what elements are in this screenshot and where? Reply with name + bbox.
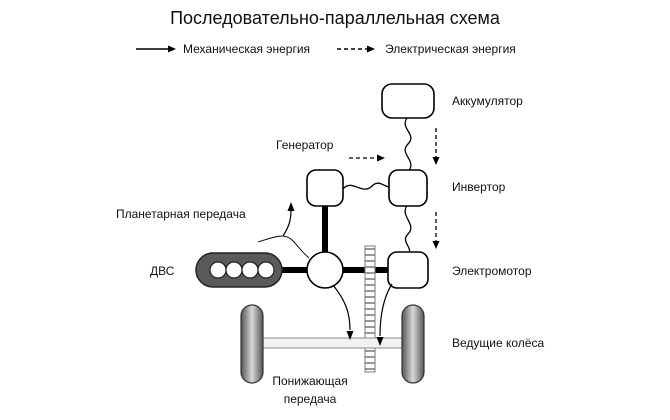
wire-generator-inverter (342, 182, 393, 190)
electric-arrow-generator-inverter (349, 154, 385, 162)
legend-electrical-label: Электрическая энергия (385, 42, 516, 56)
reduction-gear-label-line2: передача (283, 392, 337, 406)
axle (261, 337, 411, 349)
legend-mechanical-label: Механическая энергия (183, 42, 311, 56)
wire-inverter-motor (404, 203, 412, 255)
reduction-gear (364, 245, 376, 373)
diagram-title: Последовательно-параллельная схема (170, 8, 500, 28)
battery-label: Аккумулятор (452, 94, 523, 108)
mechanical-arrow-up (282, 202, 295, 237)
wire-battery-inverter (404, 116, 412, 173)
engine (195, 252, 283, 288)
wheel-left (240, 304, 264, 384)
mechanical-arrow-motor-axle (376, 283, 393, 346)
legend-mechanical-arrow (136, 45, 176, 53)
inverter-label: Инвертор (452, 180, 506, 194)
wheel-right (401, 304, 425, 384)
planetary-gear (306, 251, 344, 289)
engine-label: ДВС (150, 264, 175, 278)
generator-label: Генератор (276, 138, 334, 152)
mechanical-arrow-planetary-axle (332, 284, 354, 340)
electric-arrow-battery-inverter (432, 128, 440, 165)
generator (306, 169, 344, 207)
motor (387, 251, 429, 289)
reduction-gear-label: Понижающая передача (250, 372, 370, 408)
planetary-gear-label: Планетарная передача (116, 207, 246, 221)
wheels-label: Ведущие колёса (452, 336, 545, 350)
electric-arrow-inverter-motor (432, 212, 440, 249)
motor-label: Электромотор (452, 264, 532, 278)
reduction-gear-label-line1: Понижающая (272, 374, 348, 388)
legend-electrical-arrow (337, 45, 375, 53)
planetary-leader-line (257, 235, 310, 259)
inverter (388, 169, 428, 207)
battery (381, 83, 435, 119)
